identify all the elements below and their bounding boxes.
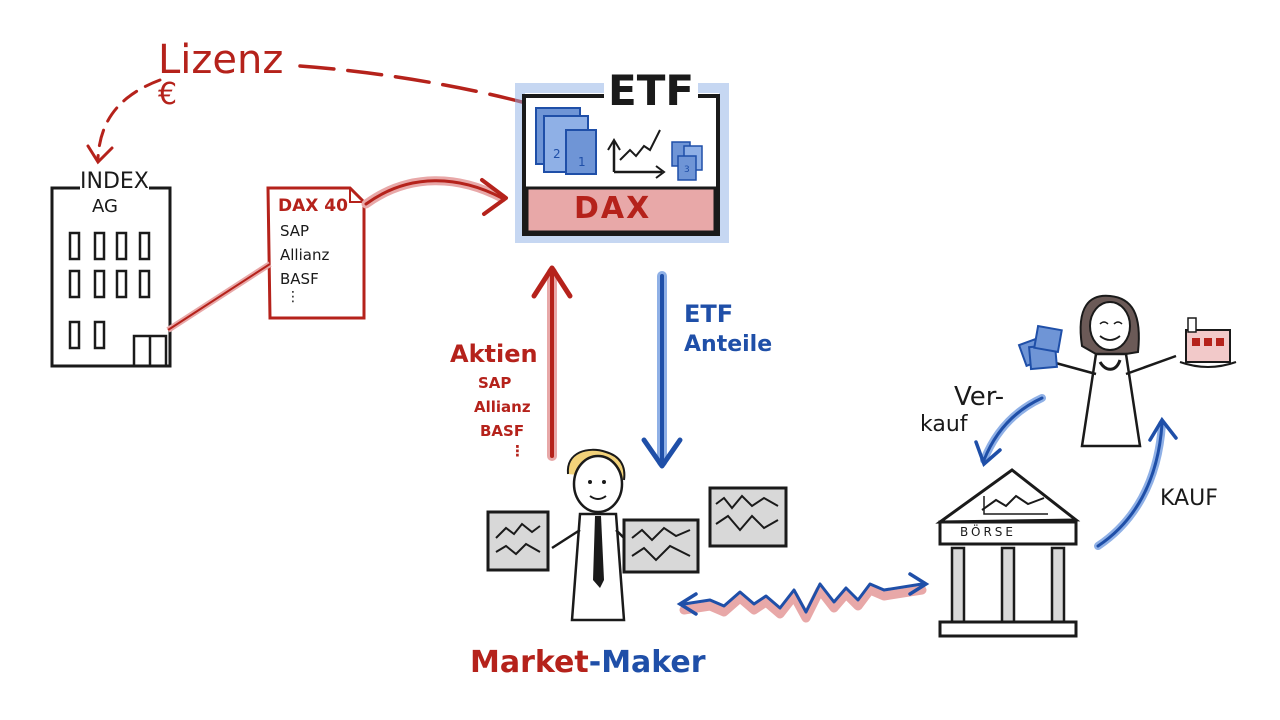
index-ag-title: INDEX — [80, 169, 149, 194]
aktien-label: Aktien — [450, 340, 538, 368]
lizenz-arrow — [86, 64, 524, 165]
dax40-doc-item: SAP — [280, 222, 310, 240]
index-ag-subtitle: AG — [92, 196, 118, 217]
boerse-building — [935, 468, 1081, 638]
market-maker-part2: Maker — [601, 645, 706, 680]
dax40-doc-item: ⋮ — [286, 289, 300, 305]
aktien-item: Allianz — [474, 398, 531, 416]
aktien-arrow — [531, 265, 573, 461]
boerse-label: BÖRSE — [960, 525, 1017, 539]
aktien-item: ⋮ — [510, 442, 525, 460]
market-maker-figure — [486, 448, 788, 622]
lizenz-label: Lizenz — [158, 37, 284, 83]
verkauf-label-line1: Ver- — [954, 382, 1005, 412]
dax-to-etf-arrow — [361, 176, 508, 216]
dax-label: DAX — [574, 191, 652, 226]
index-ag-building — [50, 186, 172, 368]
etf-anteile-label-line1: ETF — [684, 300, 734, 328]
market-maker-part1: Market — [470, 645, 589, 680]
etf-anteile-label-line2: Anteile — [684, 332, 773, 357]
dax40-doc-title: DAX 40 — [278, 196, 348, 216]
market-maker-dash: - — [588, 645, 602, 680]
dax40-doc-item: BASF — [280, 270, 319, 288]
etf-title: ETF — [604, 70, 699, 112]
trade-double-arrow — [676, 572, 930, 623]
market-maker-label: Market-Maker — [470, 648, 706, 678]
etf-doc-number: 2 — [553, 147, 561, 161]
aktien-item: BASF — [480, 422, 525, 440]
etf-doc-number: 1 — [578, 155, 586, 169]
dax40-document — [166, 186, 366, 333]
verkauf-label-line2: kauf — [920, 412, 968, 437]
etf-box — [515, 83, 729, 243]
kauf-label: KAUF — [1160, 486, 1218, 511]
verkauf-arrow — [974, 394, 1046, 468]
etf-doc-number: 3 — [684, 165, 690, 175]
etf-anteile-arrow — [641, 271, 683, 469]
investor-figure — [1017, 294, 1237, 448]
aktien-item: SAP — [478, 374, 512, 392]
dax40-doc-item: Allianz — [280, 246, 330, 264]
kauf-arrow — [1094, 416, 1178, 550]
euro-symbol: € — [158, 77, 178, 112]
